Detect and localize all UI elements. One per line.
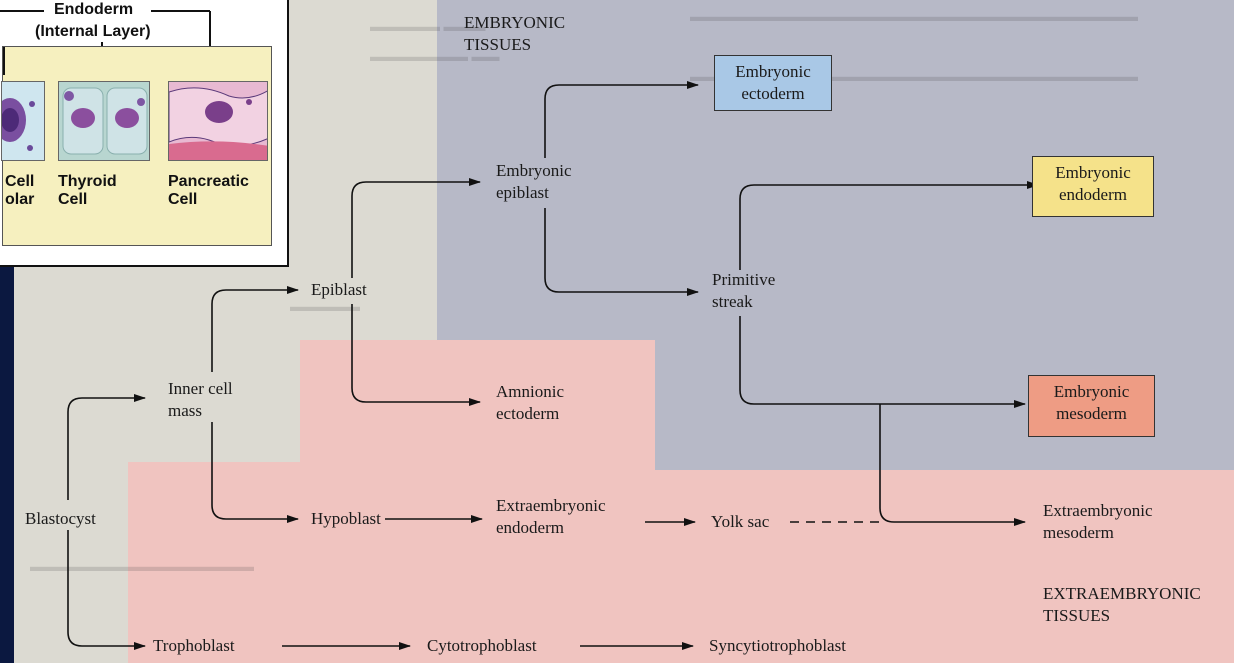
inset-header-subtitle: (Internal Layer) — [35, 23, 151, 41]
section-label-line: TISSUES — [464, 34, 565, 56]
node-line: Embryonic — [715, 61, 831, 83]
thyroid-cell-image — [58, 81, 150, 161]
inset-header-title: Endoderm — [54, 1, 133, 19]
node-extraembryonic-mesoderm: Extraembryonic mesoderm — [1043, 500, 1153, 544]
arrow-blastocyst-to-trophoblast — [68, 530, 145, 646]
node-line: ectoderm — [715, 83, 831, 105]
arrow-epiblast-to-amnionic-ectoderm — [352, 304, 480, 402]
node-line: Primitive — [712, 269, 775, 291]
node-embryonic-epiblast: Embryonic epiblast — [496, 160, 572, 204]
node-amnionic-ectoderm: Amnionic ectoderm — [496, 381, 564, 425]
arrow-to-extraembryonic-mesoderm — [880, 404, 1025, 522]
cell-label-line: Cell — [58, 191, 117, 209]
box-embryonic-ectoderm: Embryonic ectoderm — [714, 55, 832, 111]
arrow-embryonic-epiblast-to-primitive-streak — [545, 208, 698, 292]
node-line: ectoderm — [496, 403, 564, 425]
cell-label-line: olar — [5, 191, 34, 209]
node-epiblast: Epiblast — [311, 279, 367, 301]
arrow-primitive-streak-to-endoderm — [740, 185, 1038, 270]
node-line: mesoderm — [1043, 522, 1153, 544]
node-line: Extraembryonic — [1043, 500, 1153, 522]
arrow-primitive-streak-to-mesoderm — [740, 316, 1025, 404]
inset-endoderm-panel: Endoderm (Internal Layer) — [0, 0, 289, 267]
node-syncytiotrophoblast: Syncytiotrophoblast — [709, 635, 846, 657]
pancreatic-cell-icon — [169, 82, 268, 161]
node-line: endoderm — [496, 517, 606, 539]
inset-cell-panel: Cell olar Thyroid Cell Pancreatic Cell — [2, 46, 272, 246]
node-line: Embryonic — [496, 160, 572, 182]
arrow-inner-cell-mass-to-hypoblast — [212, 422, 298, 519]
node-line: streak — [712, 291, 775, 313]
node-yolk-sac: Yolk sac — [711, 511, 769, 533]
node-line: Embryonic — [1033, 162, 1153, 184]
node-cytotrophoblast: Cytotrophoblast — [427, 635, 537, 657]
node-extraembryonic-endoderm: Extraembryonic endoderm — [496, 495, 606, 539]
node-trophoblast: Trophoblast — [153, 635, 235, 657]
node-line: mass — [168, 400, 233, 422]
pancreatic-cell-image — [168, 81, 268, 161]
node-blastocyst: Blastocyst — [25, 508, 96, 530]
inset-cell-label-2: Thyroid Cell — [58, 173, 117, 209]
node-line: Inner cell — [168, 378, 233, 400]
node-line: Embryonic — [1029, 381, 1154, 403]
inset-cell-label-3: Pancreatic Cell — [168, 173, 249, 209]
section-label-line: TISSUES — [1043, 605, 1201, 627]
node-hypoblast: Hypoblast — [311, 508, 381, 530]
node-line: epiblast — [496, 182, 572, 204]
cell-label-line: Thyroid — [58, 173, 117, 191]
arrow-inner-cell-mass-to-epiblast — [212, 290, 298, 372]
box-embryonic-endoderm: Embryonic endoderm — [1032, 156, 1154, 217]
alveolar-cell-image — [1, 81, 45, 161]
node-line: Extraembryonic — [496, 495, 606, 517]
section-label-embryonic-tissues: EMBRYONIC TISSUES — [464, 12, 565, 56]
inset-cell-label-1: Cell olar — [5, 173, 34, 209]
thyroid-cell-icon — [59, 82, 150, 161]
node-primitive-streak: Primitive streak — [712, 269, 775, 313]
node-line: Amnionic — [496, 381, 564, 403]
node-inner-cell-mass: Inner cell mass — [168, 378, 233, 422]
arrow-embryonic-epiblast-to-ectoderm — [545, 85, 698, 158]
node-line: mesoderm — [1029, 403, 1154, 425]
section-label-line: EXTRAEMBRYONIC — [1043, 583, 1201, 605]
cell-label-line: Pancreatic — [168, 173, 249, 191]
node-line: endoderm — [1033, 184, 1153, 206]
cell-label-line: Cell — [168, 191, 249, 209]
arrow-blastocyst-to-inner-cell-mass — [68, 398, 145, 500]
cell-label-line: Cell — [5, 173, 34, 191]
box-embryonic-mesoderm: Embryonic mesoderm — [1028, 375, 1155, 437]
section-label-line: EMBRYONIC — [464, 12, 565, 34]
alveolar-cell-icon — [2, 82, 45, 161]
section-label-extraembryonic-tissues: EXTRAEMBRYONIC TISSUES — [1043, 583, 1201, 627]
arrow-epiblast-to-embryonic-epiblast — [352, 182, 480, 278]
